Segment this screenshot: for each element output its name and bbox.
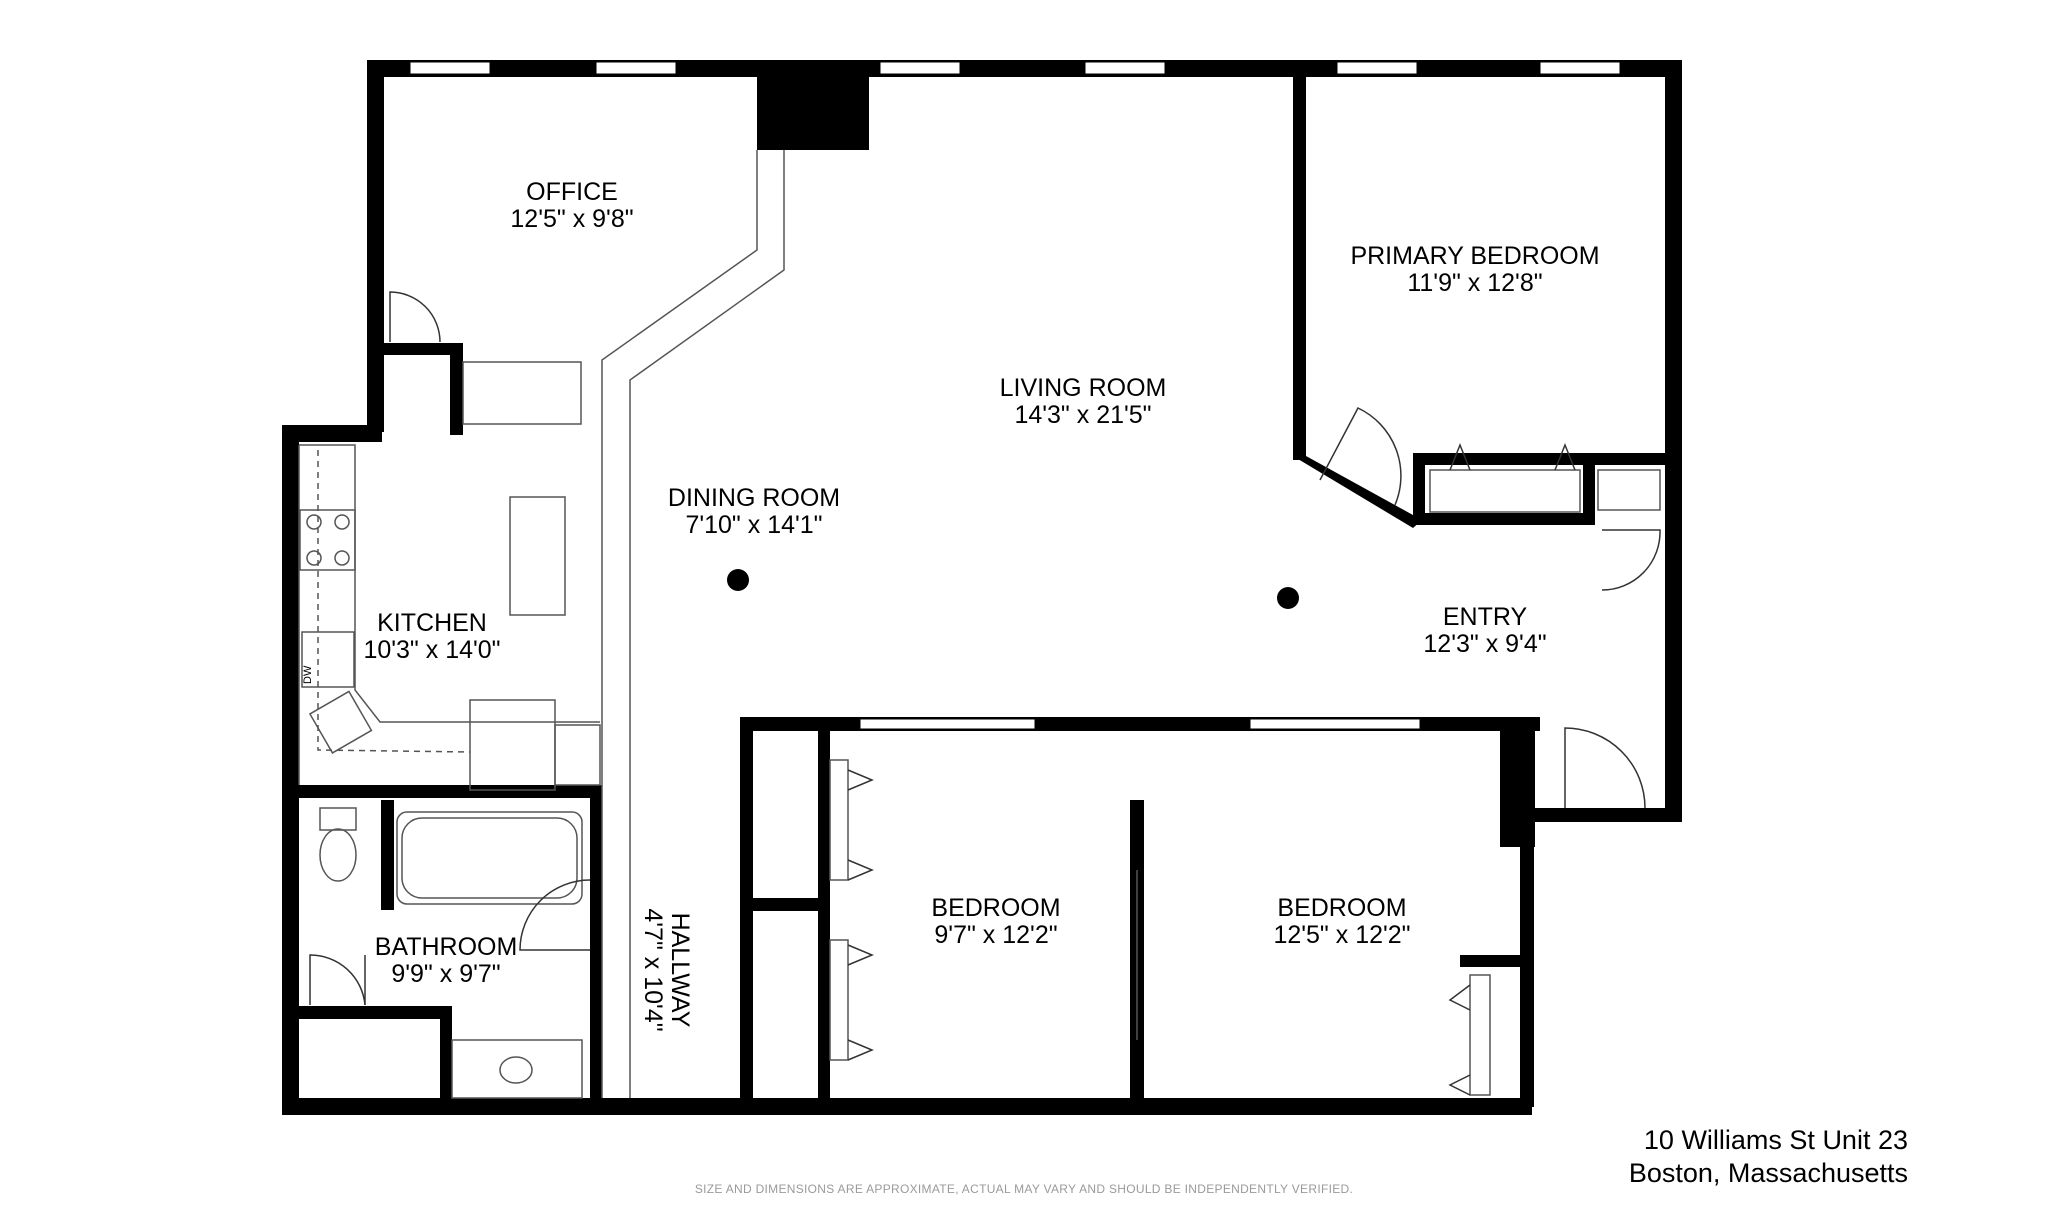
- disclaimer: SIZE AND DIMENSIONS ARE APPROXIMATE, ACT…: [694, 1182, 1354, 1196]
- bedroom-2-name: BEDROOM: [1277, 894, 1406, 922]
- hallway-dims: 4'7" x 10'4": [639, 908, 667, 1031]
- address-line-2: Boston, Massachusetts: [1628, 1158, 1908, 1188]
- primary-bedroom-dims: 11'9" x 12'8": [1407, 269, 1542, 297]
- address-line-1: 10 Williams St Unit 23: [1643, 1125, 1908, 1155]
- doors: [309, 291, 1661, 1096]
- dining-room-name: DINING ROOM: [668, 484, 840, 512]
- bedroom-2-dims: 12'5" x 12'2": [1273, 921, 1410, 949]
- bedroom-1-dims: 9'7" x 12'2": [934, 921, 1057, 949]
- column-entry: [1277, 587, 1299, 609]
- bathroom-dims: 9'9" x 9'7": [391, 960, 500, 988]
- windows: [409, 61, 1621, 730]
- office-name: OFFICE: [526, 178, 618, 206]
- room-labels: OFFICE 12'5" x 9'8" PRIMARY BEDROOM 11'9…: [363, 178, 1599, 1032]
- living-room-dims: 14'3" x 21'5": [1014, 401, 1151, 429]
- entry-dims: 12'3" x 9'4": [1423, 630, 1546, 658]
- hallway-name: HALLWAY: [666, 913, 694, 1028]
- dishwasher-label: DW: [302, 665, 314, 684]
- office-dims: 12'5" x 9'8": [510, 205, 633, 233]
- bathroom-name: BATHROOM: [375, 933, 518, 961]
- walls: [282, 60, 1682, 1115]
- living-room-name: LIVING ROOM: [1000, 374, 1167, 402]
- interior-lines: [298, 150, 1661, 1099]
- kitchen-name: KITCHEN: [377, 609, 487, 637]
- primary-bedroom-name: PRIMARY BEDROOM: [1350, 242, 1599, 270]
- kitchen-dims: 10'3" x 14'0": [363, 636, 500, 664]
- column-dining: [727, 569, 749, 591]
- entry-name: ENTRY: [1443, 603, 1528, 631]
- bedroom-1-name: BEDROOM: [931, 894, 1060, 922]
- dining-room-dims: 7'10" x 14'1": [685, 511, 822, 539]
